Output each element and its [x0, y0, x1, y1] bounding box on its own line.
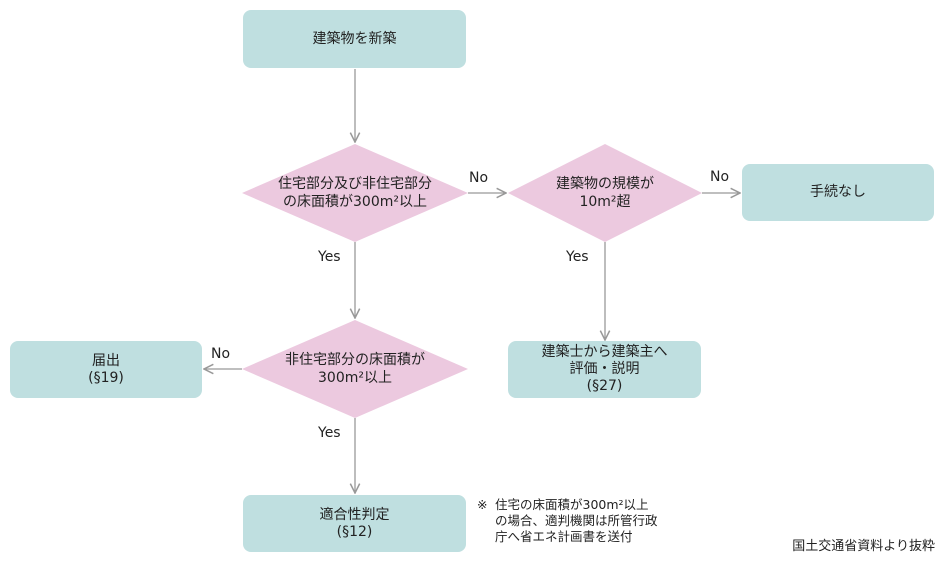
footnote: ※ 住宅の床面積が300m²以上 の場合、適判機関は所管行政 庁へ省エネ計画書を… [477, 497, 737, 545]
branch-label-yes: Yes [318, 425, 341, 441]
decision-scale-line1: 建築物の規模が [556, 176, 654, 192]
branch-label-yes: Yes [318, 249, 341, 265]
branch-label-yes: Yes [566, 249, 589, 265]
decision-building-scale-text: 建築物の規模が 10m²超 [508, 168, 702, 218]
decision-total-line1: 住宅部分及び非住宅部分 [278, 176, 432, 192]
decision-nonres-area-text: 非住宅部分の床面積が 300m²以上 [242, 344, 468, 394]
start-box: 建築物を新築 [243, 10, 466, 68]
decision-diamond-building-scale [508, 144, 702, 242]
explanation-line1: 建築士から建築主へ [541, 344, 668, 360]
branch-label-no: No [710, 169, 730, 185]
decision-diamond-nonres-area [242, 320, 468, 418]
notification-section: (§19) [88, 369, 124, 386]
footnote-mark: ※ [477, 497, 488, 512]
branch-label-no: No [211, 346, 231, 362]
conformity-box: 適合性判定 (§12) [243, 495, 466, 552]
notification-box: 届出 (§19) [10, 341, 202, 398]
decision-nonres-line2: 300m²以上 [318, 370, 392, 386]
no-procedure-label: 手続なし [810, 184, 866, 200]
explanation-line2: 評価・説明 [569, 361, 640, 377]
conformity-label: 適合性判定 [319, 506, 390, 523]
explanation-box: 建築士から建築主へ 評価・説明 (§27) [508, 341, 701, 398]
start-label: 建築物を新築 [312, 30, 397, 47]
decision-total-area-text: 住宅部分及び非住宅部分 の床面積が300m²以上 [242, 168, 468, 218]
footnote-line1: 住宅の床面積が300m²以上 [495, 497, 649, 512]
branch-label-no: No [469, 170, 489, 186]
decision-scale-line2: 10m²超 [579, 194, 631, 210]
explanation-section: (§27) [586, 378, 623, 394]
conformity-section: (§12) [336, 523, 373, 540]
footnote-line2: の場合、適判機関は所管行政 [495, 513, 658, 528]
source-credit: 国土交通省資料より抜粋 [792, 539, 935, 554]
footnote-line3: 庁へ省エネ計画書を送付 [495, 529, 633, 544]
no-procedure-box: 手続なし [742, 164, 934, 221]
notification-label: 届出 [92, 352, 120, 369]
decision-diamond-total-area [242, 144, 468, 242]
decision-total-line2: の床面積が300m²以上 [283, 194, 427, 210]
decision-nonres-line1: 非住宅部分の床面積が [285, 352, 425, 368]
